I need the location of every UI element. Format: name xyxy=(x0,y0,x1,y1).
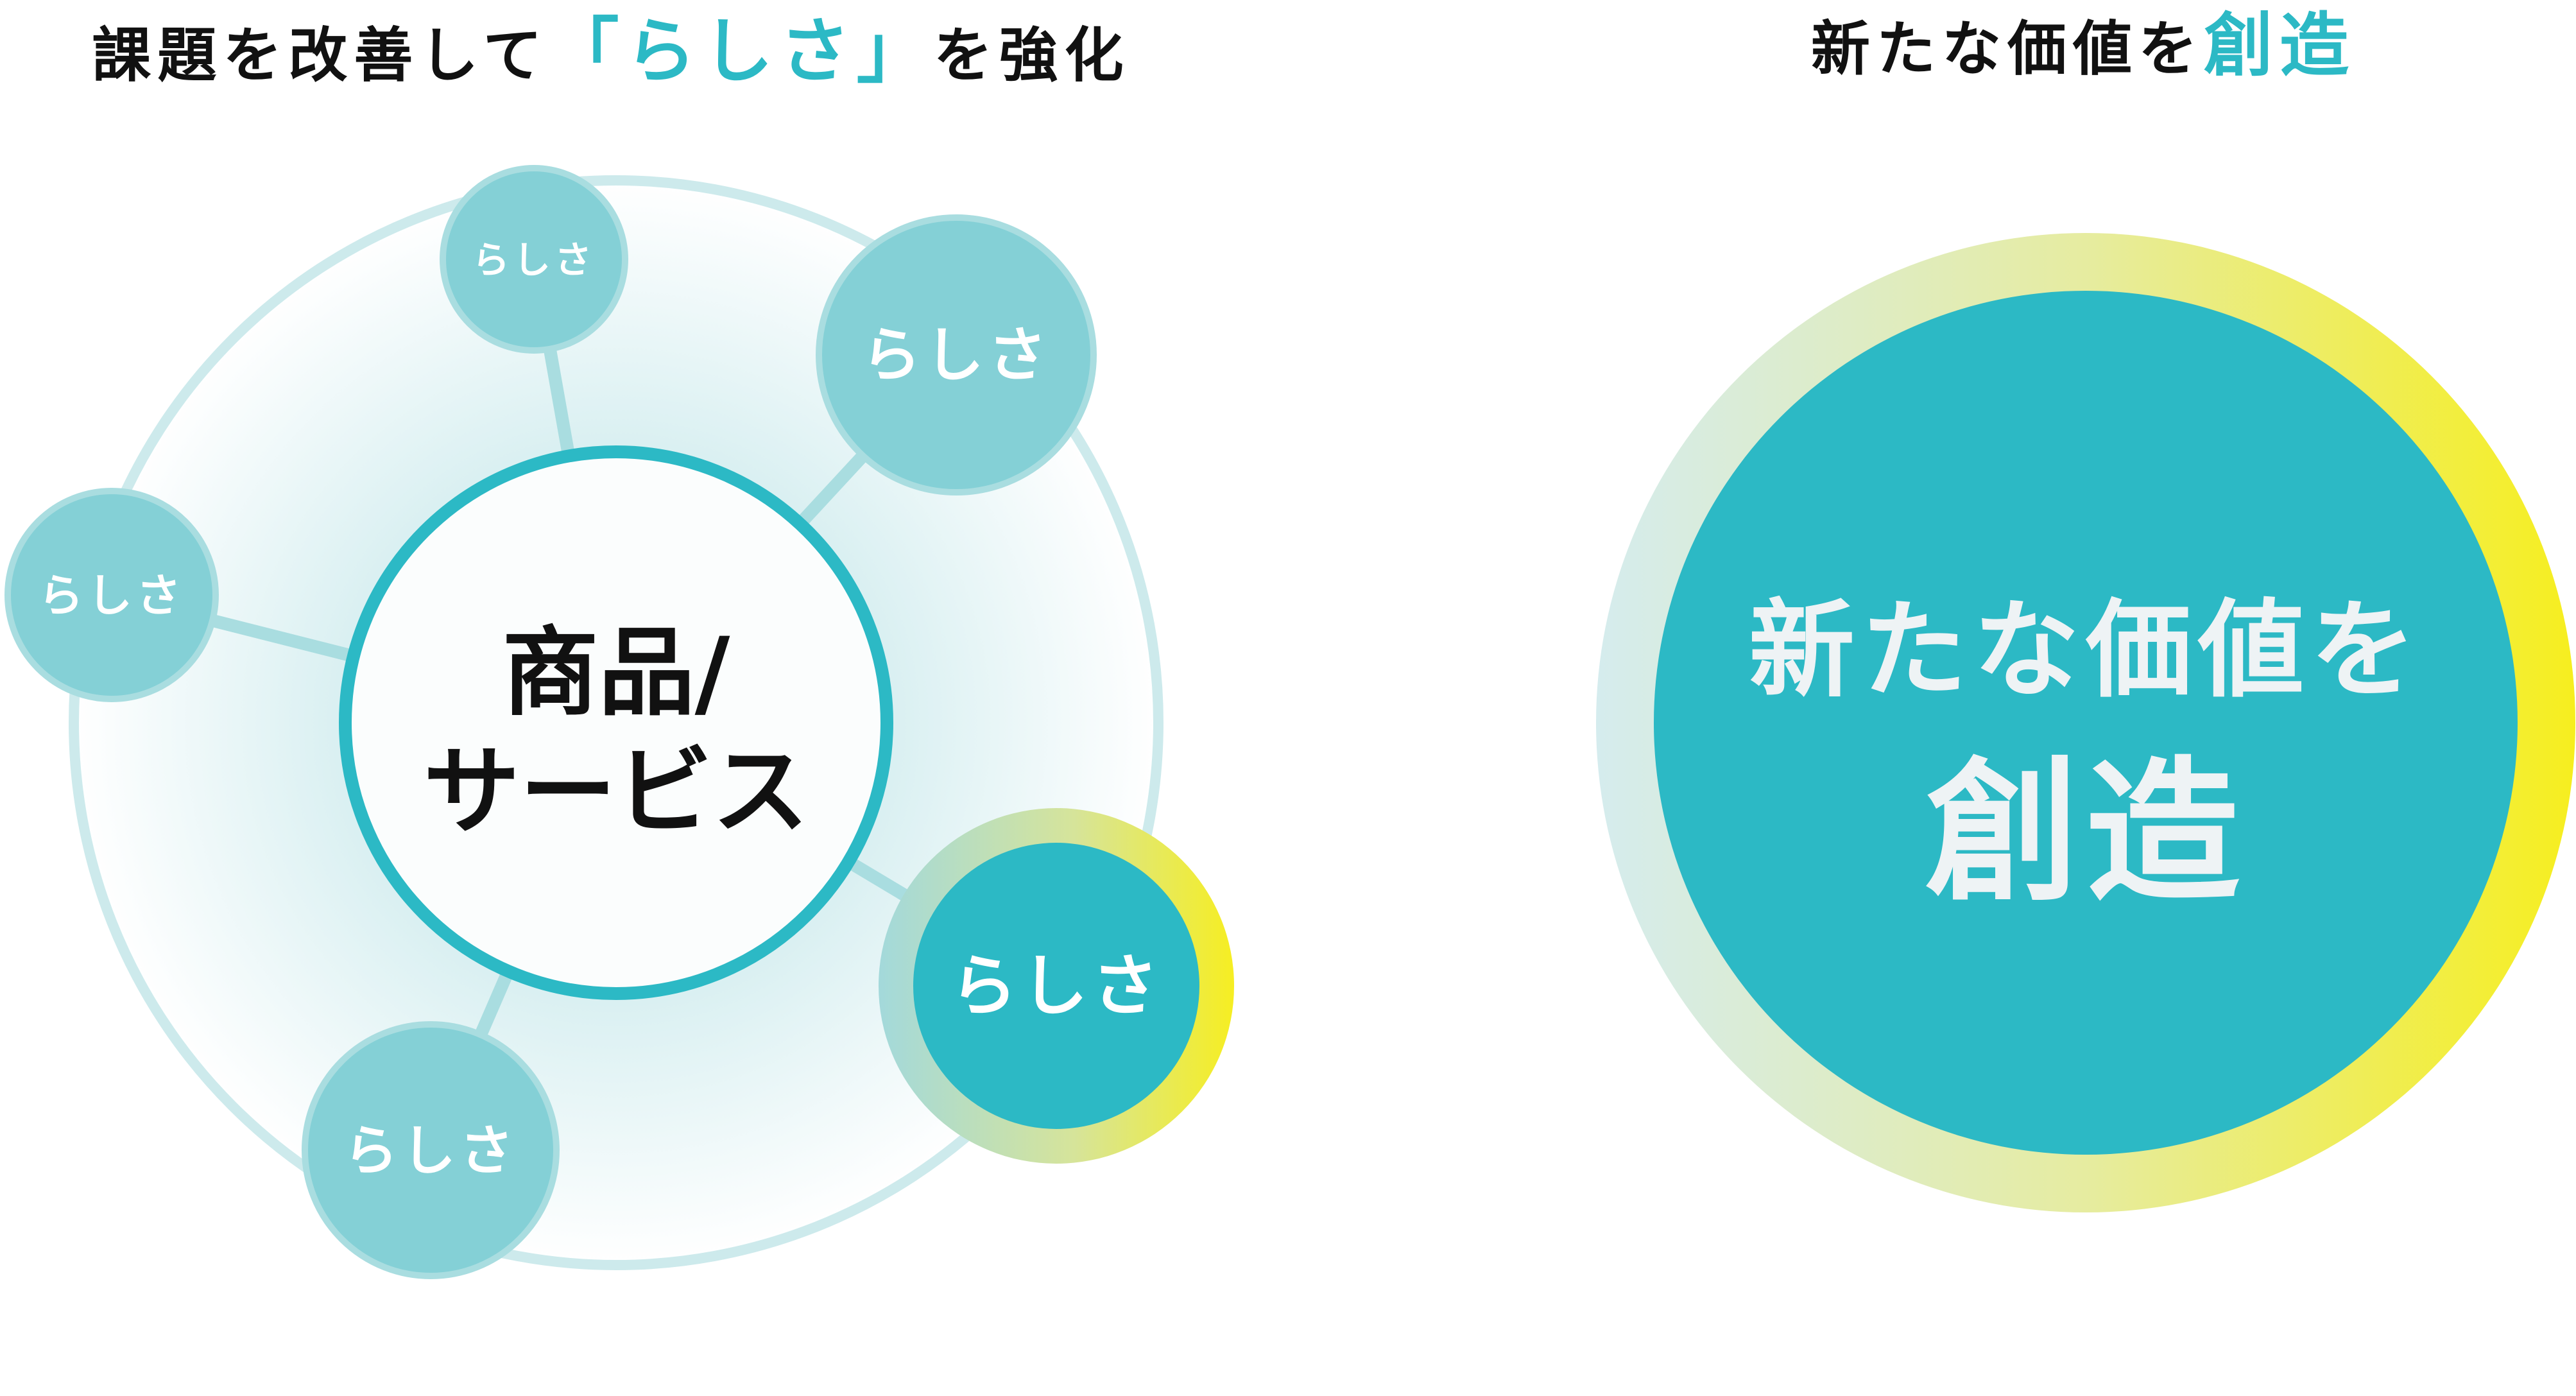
center-label-line2: サービス xyxy=(424,736,809,848)
right-title: 新たな価値を創造 xyxy=(1811,6,2355,86)
svg-text:らしさ: らしさ xyxy=(344,1119,517,1182)
node-top-right: らしさ xyxy=(816,214,1097,495)
svg-text:らしさ: らしさ xyxy=(39,569,185,622)
node-highlighted: らしさ xyxy=(879,808,1234,1164)
node-top: らしさ xyxy=(440,165,628,354)
value-label-line1: 新たな価値を xyxy=(1749,589,2423,712)
node-left: らしさ xyxy=(4,488,219,702)
svg-text:らしさ: らしさ xyxy=(862,321,1051,390)
svg-text:らしさ: らしさ xyxy=(950,947,1162,1025)
value-circle-inner xyxy=(1654,291,2518,1155)
left-title: 課題を改善して「らしさ」を強化 xyxy=(92,10,1129,92)
center-circle xyxy=(339,445,893,1000)
svg-text:らしさ: らしさ xyxy=(472,238,596,282)
value-label-line2: 創造 xyxy=(1925,743,2246,922)
node-bottom: らしさ xyxy=(302,1021,560,1279)
center-label-line1: 商品/ xyxy=(502,617,730,729)
